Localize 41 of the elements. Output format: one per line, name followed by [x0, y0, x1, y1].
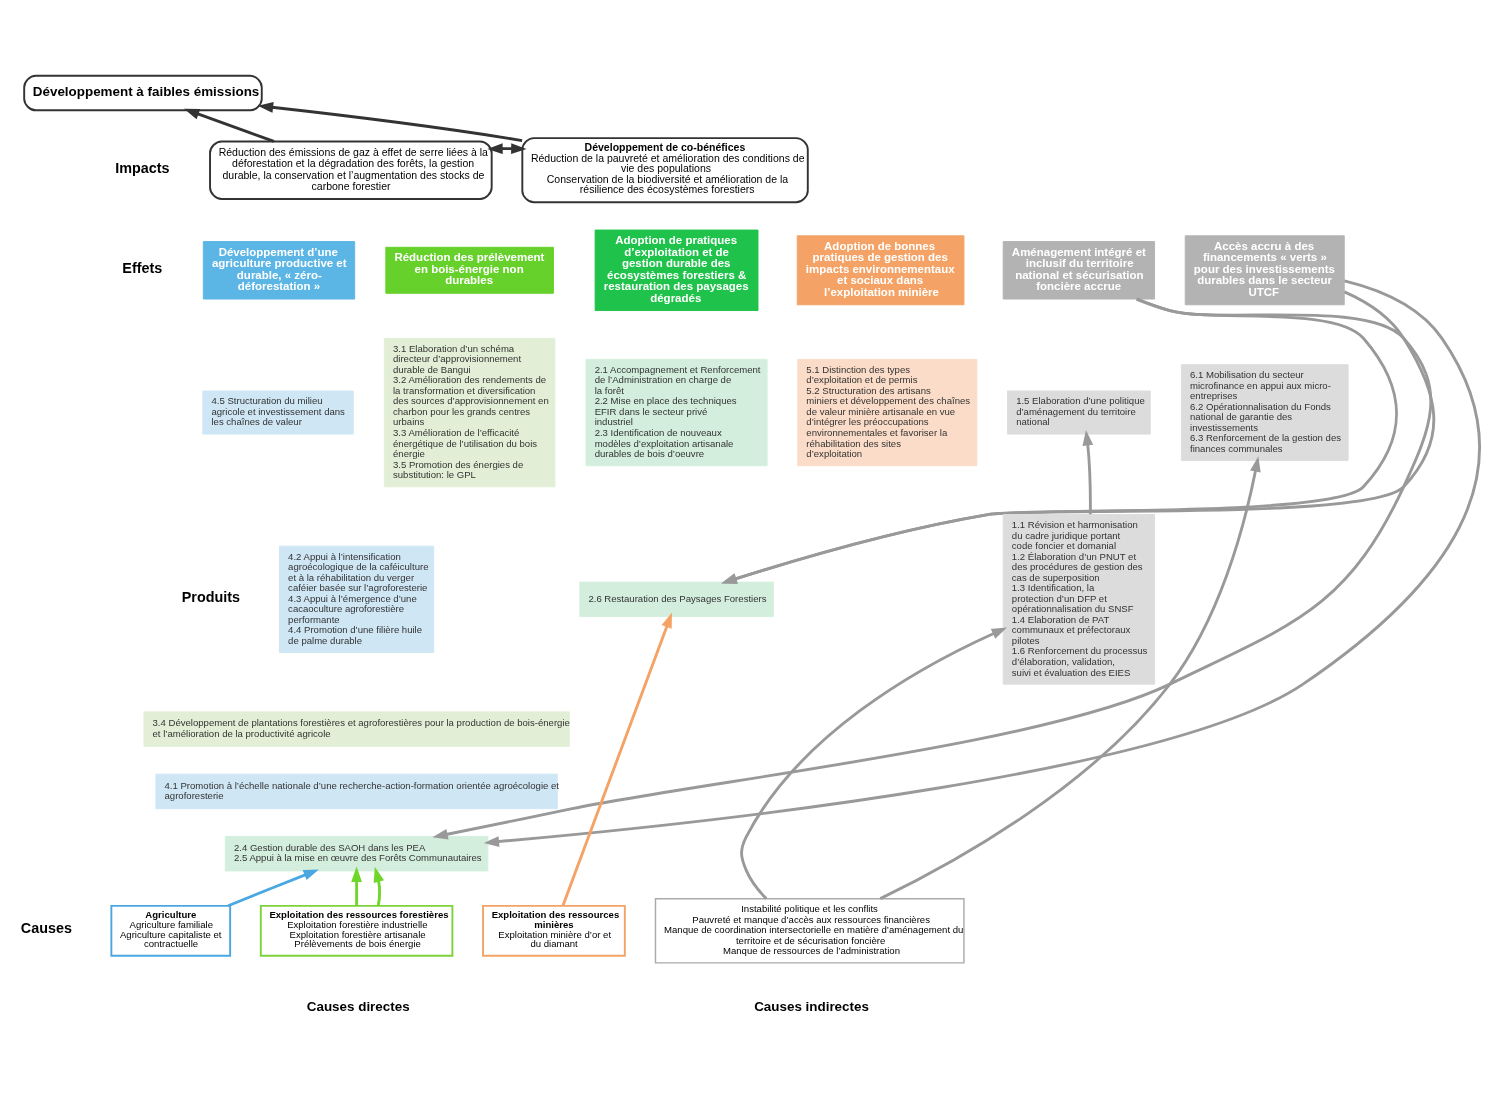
node-box: 3.1 Elaboration d’un schéma directeur d’approvisionnement durable de Bangui 3.2 Amélioration des rendements de la transformation et diversification des sources d’approvisionnement en charbon pour les grands centres urbains 3.3 Amélioration de l’efficacité énergétique de l’utilisation du bois énergie 3.5 Promotion des énergies de substitution: le GPL — [383, 337, 556, 487]
arrow — [879, 455, 1261, 900]
node-box: Réduction des prélèvement en bois-énergie non durables — [385, 246, 554, 294]
node-box: 1.1 Révision et harmonisation du cadre juridique portant code foncier et domanial 1.2 Élaboration d’un PNUT et des procédures de gestion des cas de superposition 1.3 Identification, la protection d’un DFP et opérationnalisation du SNSF 1.4 Elaboration de PAT communaux et préfectoraux pilotes 1.6 Renforcement du processus d’élaboration, validation, suivi et évaluation des EIES — [1002, 513, 1156, 685]
node-box: Développement d’une agriculture productive et durable, « zéro-déforestation » — [202, 240, 356, 300]
node-box: 4.5 Structuration du milieu agricole et investissement dans les chaînes de valeur — [202, 390, 354, 435]
label: Produits — [181, 588, 241, 605]
label: Causes — [20, 919, 72, 936]
arrow — [184, 108, 275, 143]
arrow — [740, 627, 1008, 900]
node-box: 2.6 Restauration des Paysages Forestiers — [579, 581, 774, 617]
arrow — [227, 868, 319, 907]
node-box: 6.1 Mobilisation du secteur microfinance en appui aux micro-entreprises 6.2 Opérationnalisation du Fonds national de garantie des investissements 6.3 Renforcement de la gestion des finances communales — [1180, 363, 1349, 461]
node-box: Exploitation des ressources forestières Exploitation forestière industrielle Exploitation forestière artisanale Prélèvements de bois énergie — [259, 904, 454, 957]
node-box: 1.5 Elaboration d’une politique d’aménagement du territoire national — [1007, 390, 1151, 435]
node-box: 4.2 Appui à l’intensification agroécologique de la caféiculture et à la réhabilitation du verger caféier basée sur l’agroforesterie 4.3 Appui à l’émergence d’une cacaoculture agroforestière performante 4.4 Promotion d’une filière huile de palme durable — [279, 545, 435, 653]
node-box: Accès accru à des financements « verts » pour des investissements durables dans le secteur UTCF — [1184, 234, 1345, 305]
arrow — [373, 866, 385, 906]
node-box: Agriculture Agriculture familiale Agriculture capitaliste et contractuelle — [110, 904, 232, 957]
node-box: Adoption de pratiques d’exploitation et de gestion durable des écosystèmes forestiers & restauration des paysages dégradés — [594, 229, 759, 311]
arrow — [351, 866, 362, 906]
label: Causes directes — [306, 998, 410, 1014]
node-box: Aménagement intégré et inclusif du territoire national et sécurisation foncière accrue — [1002, 240, 1156, 300]
node-box: 2.4 Gestion durable des SAOH dans les PEA 2.5 Appui à la mise en œuvre des Forêts Communautaires — [224, 835, 489, 871]
node-box: Réduction des émissions de gaz à effet de serre liées à la déforestation et la dégradation des forêts, la gestion durable, la conservation et l’augmentation des stocks de carbone forestier — [209, 140, 493, 200]
label: Causes indirectes — [754, 998, 869, 1014]
node-box: Exploitation des ressources minières Exploitation minière d’or et du diamant — [482, 904, 626, 957]
label: Impacts — [115, 159, 170, 176]
node-box: 3.4 Développement de plantations forestières et agroforestières pour la production de bois-énergie et l’amélioration de la productivité agricole — [143, 710, 570, 747]
label: Effets — [122, 259, 163, 276]
node-box: 2.1 Accompagnement et Renforcement de l’Administration en charge de la forêt 2.2 Mise en place des techniques EFIR dans le secteur privé industriel 2.3 Identification de nouveaux modèles d’exploitation artisanale durables de bois d’oeuvre — [585, 358, 768, 466]
arrow — [561, 612, 672, 906]
node-box: Instabilité politique et les conflits Pauvreté et manque d’accès aux ressources financières Manque de coordination intersectorielle en matière d’aménagement du territoire et de sécurisation foncière Manque de ressources de l’administration — [654, 897, 965, 964]
node-box: 4.1 Promotion à l’échelle nationale d’une recherche-action-formation orientée agroécologie et agroforesterie — [155, 773, 558, 809]
node-box: Développement à faibles émissions — [23, 74, 263, 111]
arrow — [257, 101, 523, 142]
node-box: Adoption de bonnes pratiques de gestion des impacts environnementaux et sociaux dans l’exploitation minière — [796, 234, 965, 305]
arrow — [487, 142, 527, 154]
node-box: Développement de co-bénéfices Réduction de la pauvreté et amélioration des conditions de vie des populations Conservation de la biodiversité et amélioration de la résilience des écosystèmes forestiers — [521, 136, 809, 203]
arrow — [1082, 429, 1094, 514]
node-box: 5.1 Distinction des types d’exploitation et de permis 5.2 Structuration des artisans miniers et développement des chaînes de valeur minière artisanale en vue d’intégrer les préoccupations environnementales et favoriser la réhabilitation des sites d’exploitation — [797, 358, 978, 466]
